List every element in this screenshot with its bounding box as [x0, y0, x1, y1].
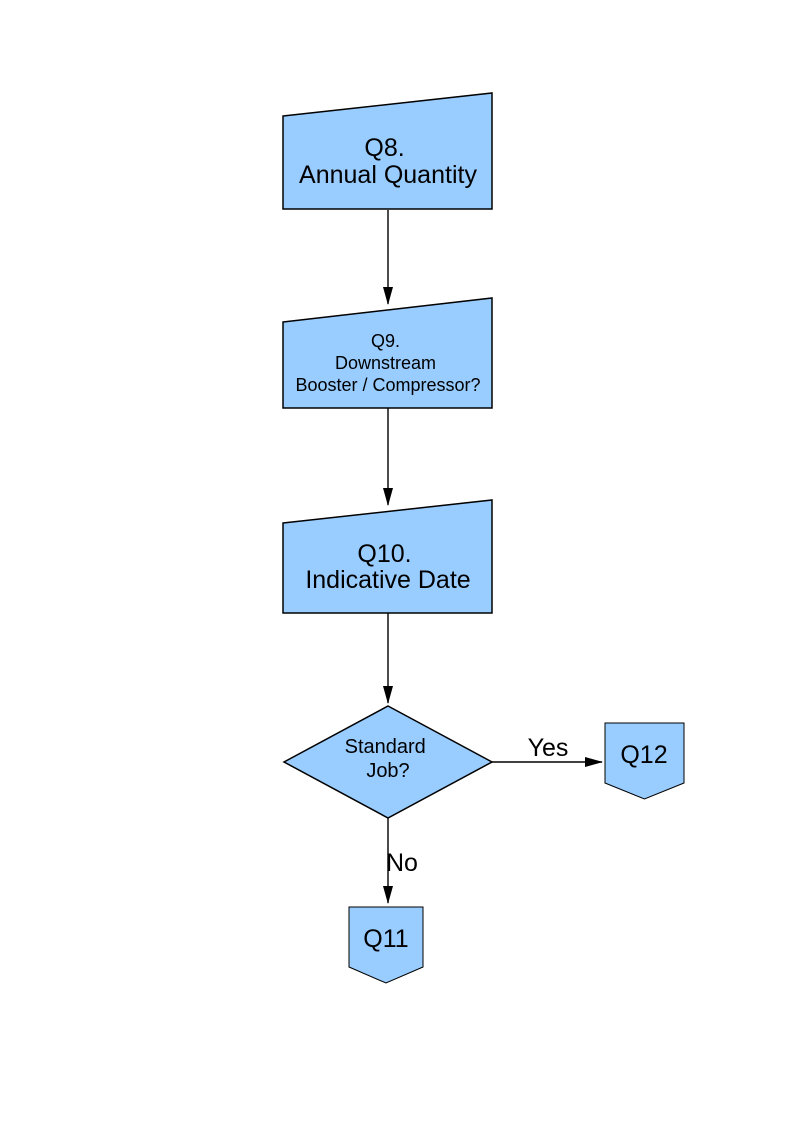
node-standard-job-decision: Standard Job? [282, 705, 494, 819]
node-q10: Q10. Indicative Date [282, 499, 493, 614]
node-q12-label: Q12 [620, 741, 667, 769]
manual-input-shape-q9 [282, 297, 493, 409]
manual-input-shape-q8 [282, 92, 493, 210]
node-q9-label: Q9. Downstream Booster / Compressor? [295, 331, 480, 395]
node-q10-label: Q10. Indicative Date [305, 540, 470, 594]
edge-label-yes: Yes [528, 734, 569, 762]
node-q9: Q9. Downstream Booster / Compressor? [282, 297, 493, 409]
decision-diamond-shape [282, 705, 494, 819]
node-q11-label: Q11 [363, 925, 408, 953]
edge-label-no: No [386, 849, 418, 877]
node-q8: Q8. Annual Quantity [282, 92, 493, 210]
connectors: Yes No [383, 210, 603, 904]
node-q8-label: Q8. Annual Quantity [299, 134, 477, 189]
node-q12: Q12 [604, 722, 685, 800]
off-page-connector-shape-q12 [604, 722, 685, 800]
manual-input-shape-q10 [282, 499, 493, 614]
off-page-connector-shape-q11 [348, 906, 424, 984]
node-standard-job-label: Standard Job? [345, 736, 432, 782]
node-q11: Q11 [348, 906, 424, 984]
